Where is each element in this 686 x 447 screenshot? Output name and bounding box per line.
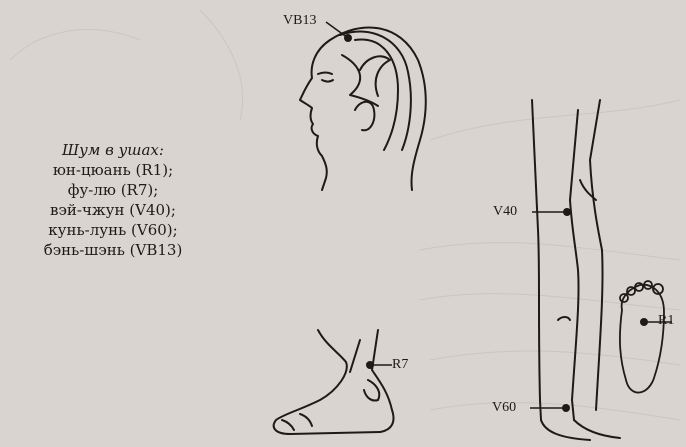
caption-line-vb13: бэнь-шэнь (VB13) xyxy=(18,240,208,260)
caption-line-v60: кунь-лунь (V60); xyxy=(18,220,208,240)
caption-line-r7: фу-лю (R7); xyxy=(18,180,208,200)
caption-title: Шум в ушах: xyxy=(18,140,208,160)
label-v60: V60 xyxy=(492,400,516,416)
foot-sole-figure xyxy=(620,281,664,393)
ankle-figure xyxy=(274,330,394,434)
caption-line-r1: юн-цюань (R1); xyxy=(18,160,208,180)
label-v40: V40 xyxy=(493,204,517,220)
caption-block: Шум в ушах: юн-цюань (R1); фу-лю (R7); в… xyxy=(18,140,208,260)
label-r1: R1 xyxy=(658,313,674,329)
caption-line-v40: вэй-чжун (V40); xyxy=(18,200,208,220)
head-figure xyxy=(300,27,426,190)
label-vb13: VB13 xyxy=(283,13,316,29)
legs-figure xyxy=(532,100,620,440)
label-r7: R7 xyxy=(392,357,408,373)
